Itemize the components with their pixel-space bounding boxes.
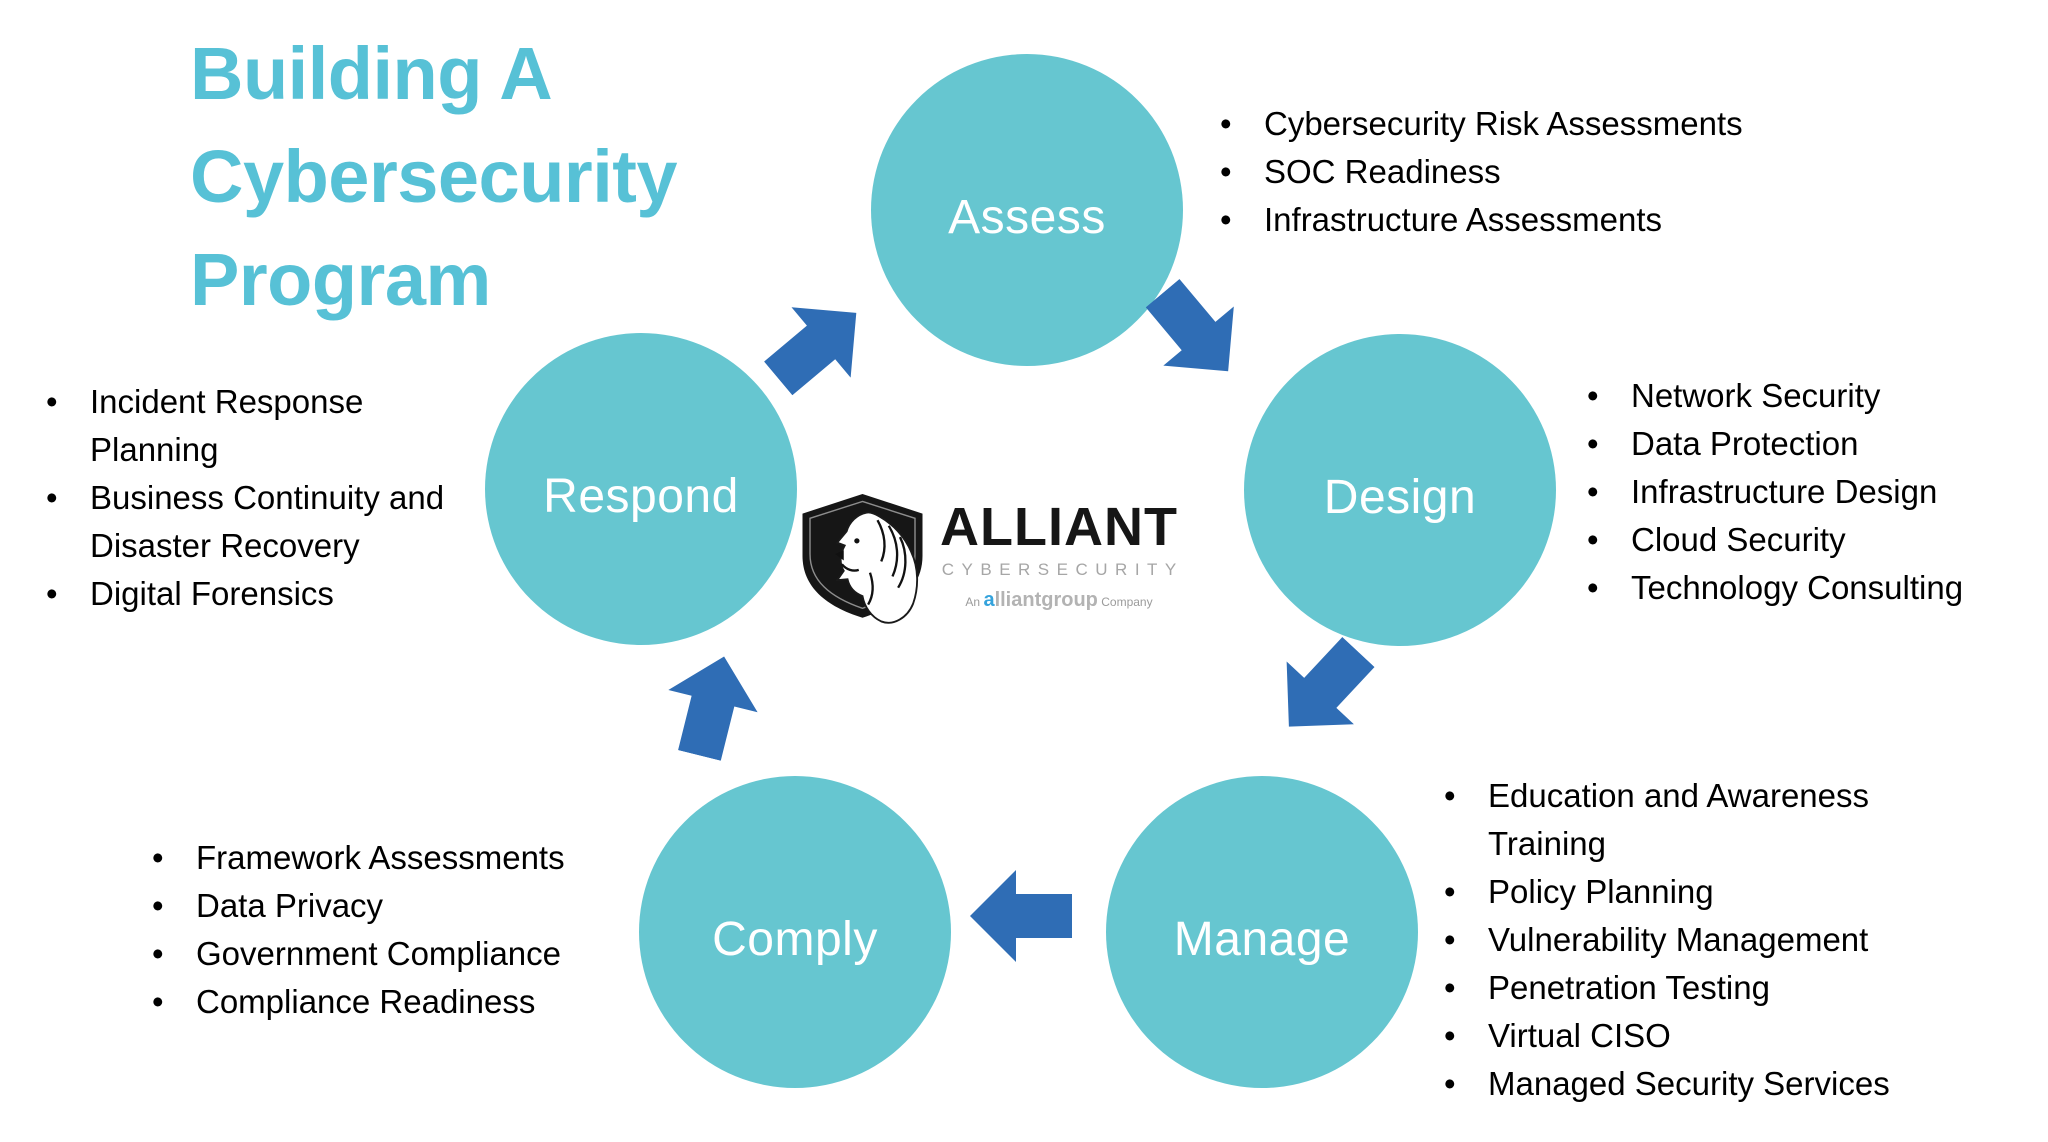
arrow-respond-to-assess-icon (764, 307, 857, 396)
logo-brand-text: ALLIANT (940, 497, 1178, 557)
title-line-1: Building A (190, 32, 553, 115)
list-item: Compliance Readiness (150, 978, 620, 1026)
list-item: Managed Security Services (1442, 1060, 1917, 1108)
list-item: Cloud Security (1585, 516, 2045, 564)
cycle-circle-respond: Respond (485, 333, 797, 645)
logo-division-text: CYBERSECURITY (941, 560, 1184, 579)
circle-label-design: Design (1323, 470, 1477, 524)
list-item: Education and Awareness Training (1442, 772, 1917, 868)
list-item: Virtual CISO (1442, 1012, 1917, 1060)
arrow-manage-to-comply-icon (970, 870, 1072, 962)
list-item: Business Continuity and Disaster Recover… (44, 474, 464, 570)
page-title: Building A Cybersecurity Program (190, 22, 678, 331)
list-item: Network Security (1585, 372, 2045, 420)
list-item: Policy Planning (1442, 868, 1917, 916)
list-item: SOC Readiness (1218, 148, 1778, 196)
circle-label-respond: Respond (543, 469, 739, 523)
tagline-brand: alliantgroup (983, 589, 1098, 611)
alliant-logo: ALLIANT CYBERSECURITY An alliantgroup Co… (795, 486, 1215, 651)
cycle-circle-manage: Manage (1106, 776, 1418, 1088)
list-item: Data Privacy (150, 882, 620, 930)
list-item: Penetration Testing (1442, 964, 1917, 1012)
design-service-list: Network Security Data Protection Infrast… (1585, 372, 2045, 612)
logo-text-block: ALLIANT CYBERSECURITY An alliantgroup Co… (923, 500, 1195, 610)
cycle-circle-comply: Comply (639, 776, 951, 1088)
list-item: Cybersecurity Risk Assessments (1218, 100, 1778, 148)
circle-label-manage: Manage (1173, 912, 1351, 966)
tagline-prefix: An (965, 595, 981, 609)
circle-label-assess: Assess (948, 190, 1106, 244)
list-item: Technology Consulting (1585, 564, 2045, 612)
title-line-2: Cybersecurity (190, 135, 678, 218)
list-item: Vulnerability Management (1442, 916, 1917, 964)
cycle-circle-design: Design (1244, 334, 1556, 646)
list-item: Data Protection (1585, 420, 2045, 468)
list-item: Incident Response Planning (44, 378, 464, 474)
logo-tagline: An alliantgroup Company (923, 590, 1195, 610)
lion-shield-icon (802, 493, 923, 624)
manage-service-list: Education and Awareness Training Policy … (1442, 772, 1917, 1108)
arrow-comply-to-respond-icon (668, 656, 758, 761)
arrow-assess-to-design-icon (1145, 279, 1234, 372)
list-item: Framework Assessments (150, 834, 620, 882)
list-item: Government Compliance (150, 930, 620, 978)
list-item: Infrastructure Design (1585, 468, 2045, 516)
tagline-suffix: Company (1101, 595, 1153, 609)
respond-service-list: Incident Response Planning Business Cont… (44, 378, 464, 618)
list-item: Digital Forensics (44, 570, 464, 618)
comply-service-list: Framework Assessments Data Privacy Gover… (150, 834, 620, 1026)
circle-label-comply: Comply (712, 912, 878, 966)
assess-service-list: Cybersecurity Risk Assessments SOC Readi… (1218, 100, 1778, 244)
arrow-design-to-manage-icon (1286, 636, 1375, 727)
list-item: Infrastructure Assessments (1218, 196, 1778, 244)
title-line-3: Program (190, 238, 491, 321)
cycle-circle-assess: Assess (871, 54, 1183, 366)
